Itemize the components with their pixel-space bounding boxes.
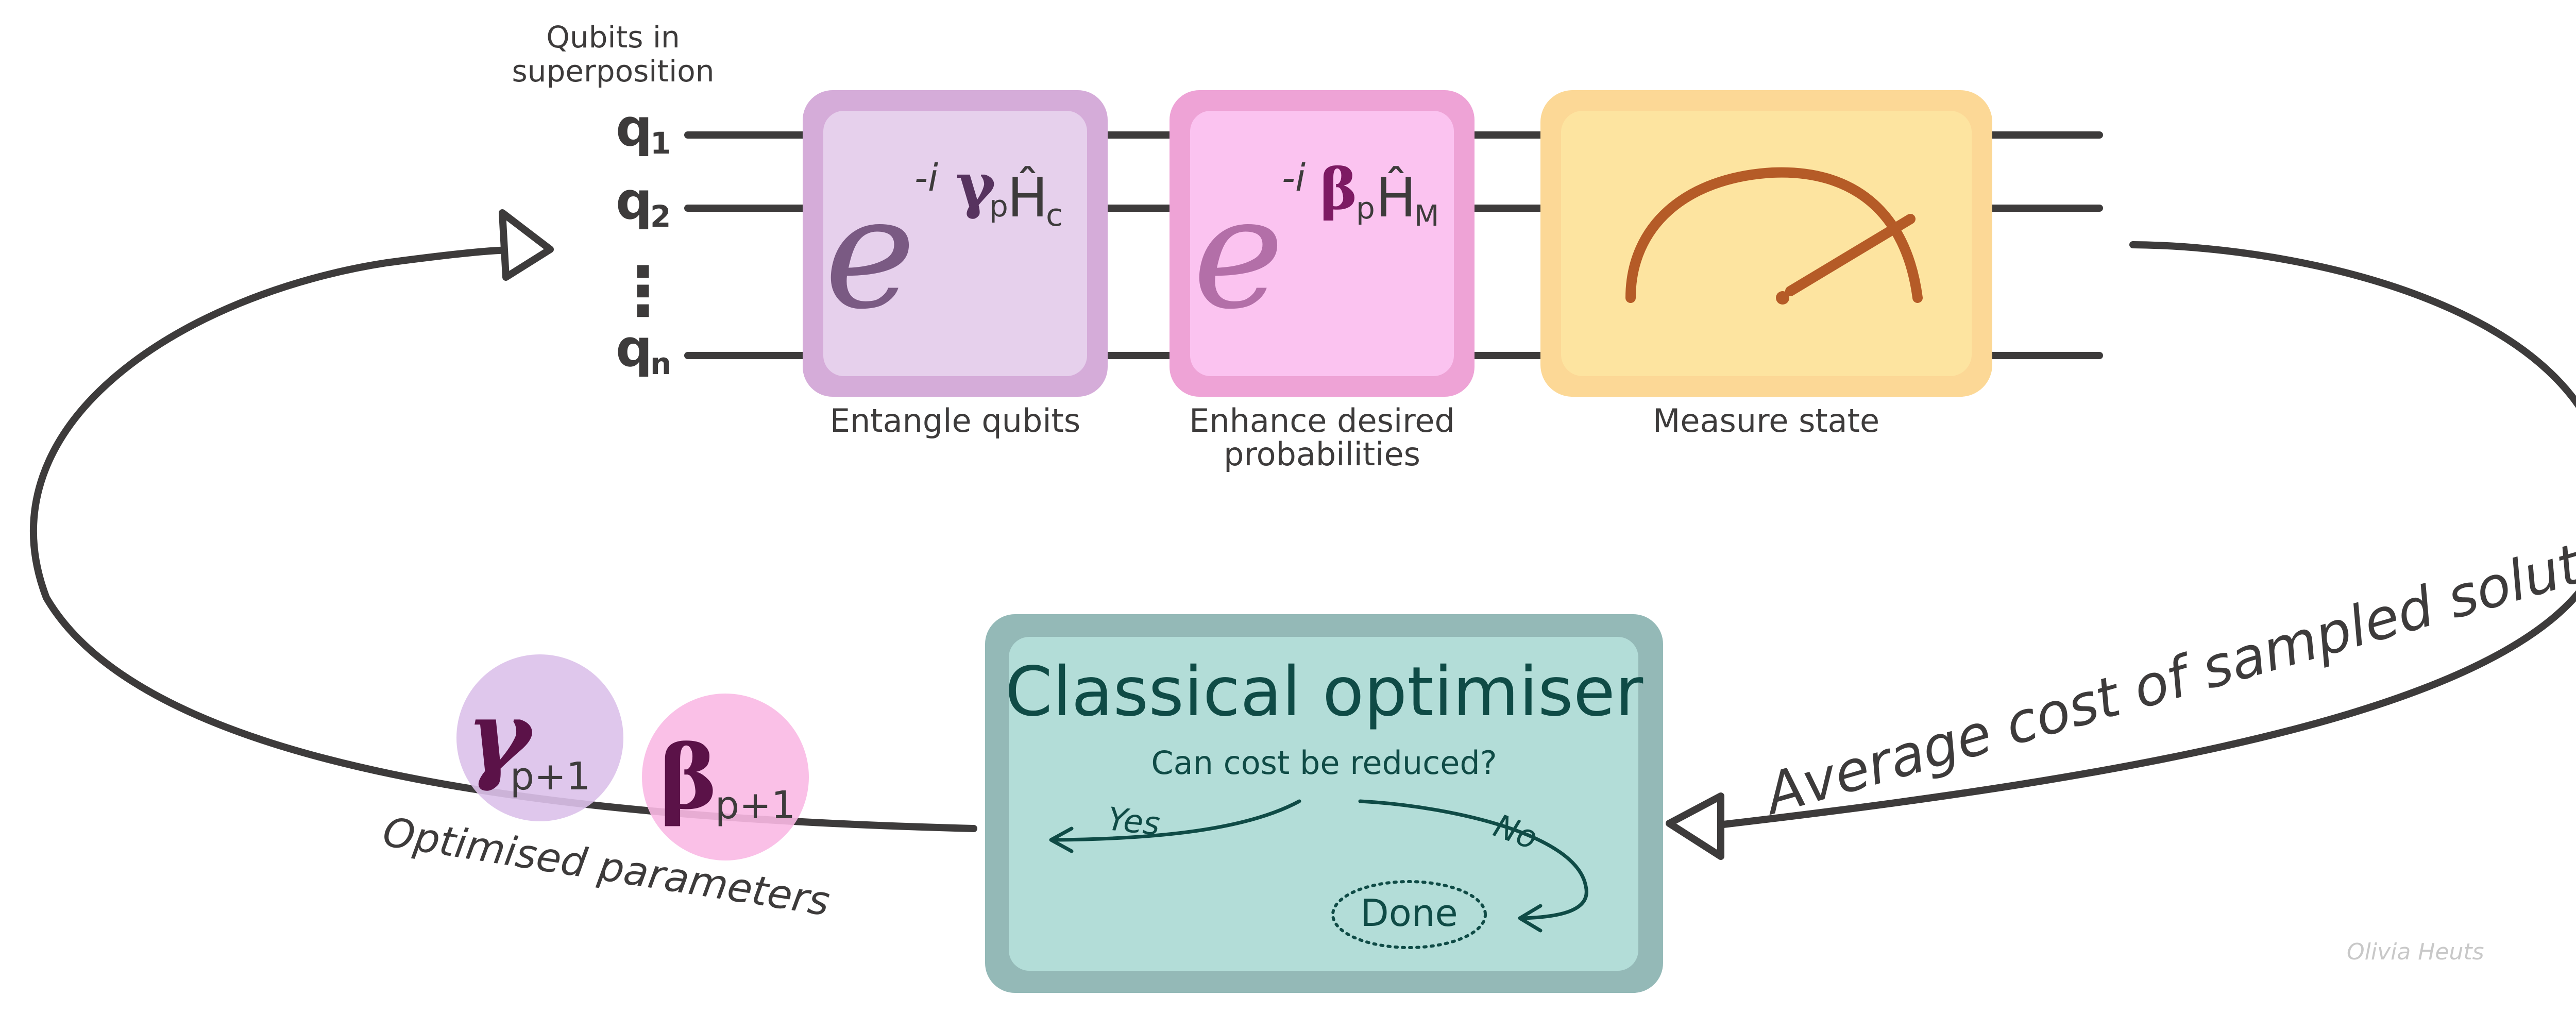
beta-bubble bbox=[642, 694, 809, 860]
beta-param-sub: p+1 bbox=[715, 783, 795, 828]
signature: Olivia Heuts bbox=[2347, 939, 2484, 965]
gamma-param-symbol: γ bbox=[466, 679, 535, 793]
feedback-label: Average cost of sampled solutions bbox=[1755, 501, 2576, 828]
beta-param-symbol: β bbox=[659, 726, 718, 829]
qubit-label-qn: q bbox=[616, 318, 653, 378]
cost-gate: e -i γ p Ĥ c bbox=[803, 90, 1108, 397]
mixer-gate-caption-line2: probabilities bbox=[1224, 435, 1420, 473]
mixer-gate-hamiltonian-sub: M bbox=[1414, 199, 1439, 233]
optimiser-question: Can cost be reduced? bbox=[1151, 744, 1497, 782]
meter-pivot-icon bbox=[1776, 291, 1789, 305]
mixer-gate-hamiltonian: Ĥ bbox=[1376, 166, 1416, 229]
cost-gate-hamiltonian: Ĥ bbox=[1007, 166, 1048, 229]
mixer-gate-inner bbox=[1190, 111, 1454, 376]
qubit-label-q1-sub: 1 bbox=[650, 126, 671, 161]
mixer-gate-base: e bbox=[1193, 163, 1284, 343]
cost-gate-hamiltonian-sub: c bbox=[1046, 197, 1063, 233]
qubit-ellipsis: ⋮ bbox=[609, 252, 676, 330]
gamma-bubble bbox=[456, 654, 623, 821]
arrowhead-into-qubits-icon bbox=[499, 209, 554, 281]
qubits-heading-line2: superposition bbox=[512, 54, 714, 89]
yes-arrowhead-icon bbox=[1049, 826, 1074, 853]
optimiser-inner bbox=[1009, 637, 1638, 971]
mixer-gate-exp-prefix: -i bbox=[1282, 156, 1306, 199]
yes-branch-line bbox=[1054, 799, 1301, 842]
measure-gate bbox=[1540, 90, 1992, 397]
classical-optimiser: Classical optimiser Can cost be reduced?… bbox=[985, 614, 1663, 993]
qubit-label-qn-sub: n bbox=[650, 346, 671, 381]
no-arrowhead-icon bbox=[1518, 904, 1543, 933]
no-branch-line bbox=[1358, 799, 1588, 920]
qubit-label-q1: q bbox=[616, 97, 653, 158]
arrowhead-into-optimiser-icon bbox=[1666, 792, 1724, 860]
cost-gate-caption: Entangle qubits bbox=[830, 402, 1080, 440]
measure-to-optimiser-arc bbox=[1720, 241, 2576, 828]
qubit-label-q2-sub: 2 bbox=[650, 199, 671, 234]
optimiser-yes-label: Yes bbox=[1106, 800, 1162, 842]
done-outline bbox=[1331, 880, 1487, 949]
qubit-labels: Qubits in superposition q 1 q 2 ⋮ q n bbox=[512, 20, 714, 381]
optimised-parameters: γ p+1 β p+1 Optimised parameters bbox=[380, 654, 833, 925]
qubit-label-q2: q bbox=[616, 171, 653, 231]
gate-captions: Entangle qubits Enhance desired probabil… bbox=[830, 402, 1879, 473]
cost-gate-exp-prefix: -i bbox=[914, 156, 938, 199]
cost-gate-base: e bbox=[824, 163, 916, 343]
mixer-gate-param-sub: p bbox=[1356, 191, 1375, 226]
cost-gate-param: γ bbox=[956, 149, 996, 221]
qubits-heading-line1: Qubits in bbox=[546, 20, 680, 55]
meter-needle-icon bbox=[1785, 214, 1916, 296]
mixer-gate-caption-line1: Enhance desired bbox=[1189, 402, 1455, 440]
optimiser-title: Classical optimiser bbox=[1005, 652, 1643, 732]
optimiser-done-label: Done bbox=[1360, 891, 1458, 935]
cost-gate-inner bbox=[823, 111, 1087, 376]
measure-gate-inner bbox=[1561, 111, 1972, 376]
cost-gate-param-sub: p bbox=[989, 189, 1008, 224]
measure-gate-caption: Measure state bbox=[1653, 402, 1879, 440]
gamma-param-sub: p+1 bbox=[510, 754, 590, 799]
mixer-gate-param: β bbox=[1320, 156, 1358, 222]
mixer-gate: e -i β p Ĥ M bbox=[1170, 90, 1475, 397]
